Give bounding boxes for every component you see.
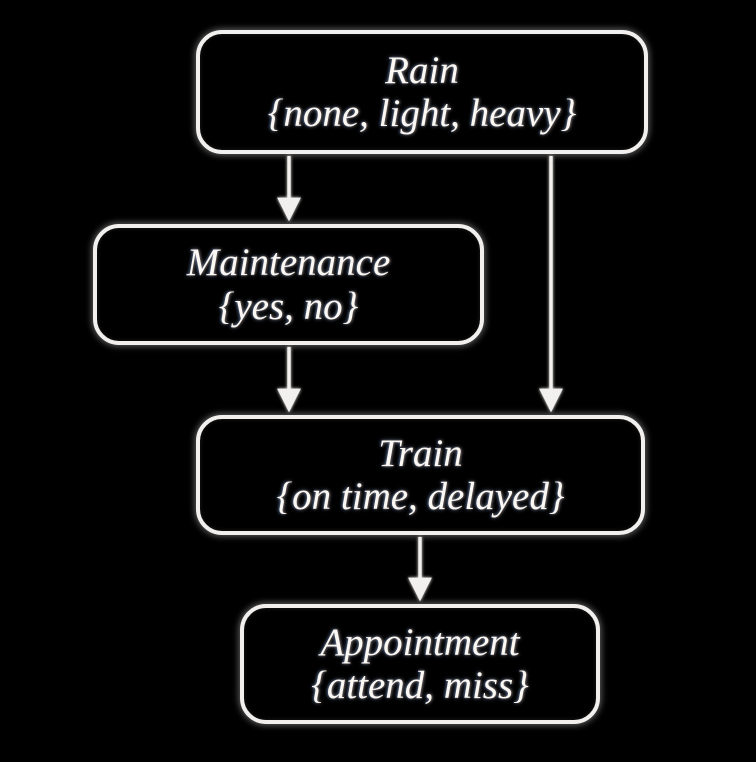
node-maintenance-domain: {yes, no} [218,284,359,328]
node-rain-domain: {none, light, heavy} [267,92,577,135]
node-train-title: Train [378,431,463,475]
node-train-domain: {on time, delayed} [276,475,565,518]
node-appointment[interactable]: Appointment {attend, miss} [240,604,600,724]
node-train[interactable]: Train {on time, delayed} [196,415,645,535]
node-maintenance[interactable]: Maintenance {yes, no} [93,224,484,345]
node-maintenance-title: Maintenance [186,241,391,285]
node-rain[interactable]: Rain {none, light, heavy} [196,30,648,154]
node-appointment-domain: {attend, miss} [311,664,529,707]
node-rain-title: Rain [385,48,459,92]
node-appointment-title: Appointment [320,620,520,664]
